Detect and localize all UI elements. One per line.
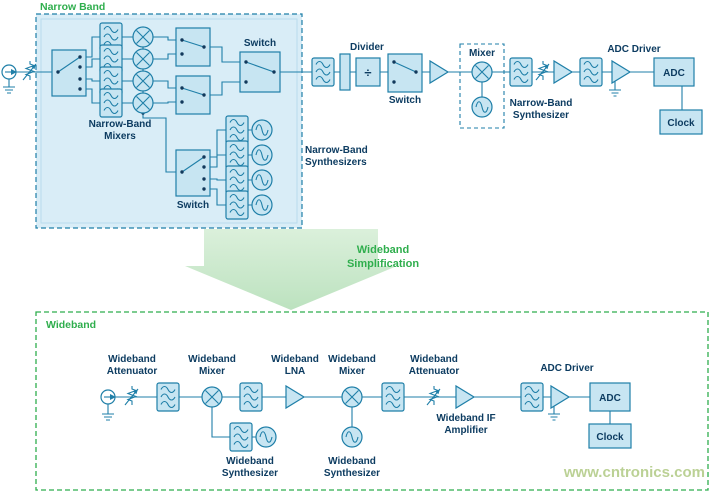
switch-block (175, 27, 211, 67)
synthesizers-label: Narrow-Band (305, 145, 368, 156)
synthesizer-label: Narrow-Band (510, 98, 573, 109)
filter-icon (225, 140, 249, 170)
wires (80, 36, 252, 206)
wideband-section: Wideband Wideband Attenuator Wideband Mi… (35, 311, 709, 491)
watermark: www.cntronics.com (563, 464, 705, 481)
adc-driver-label: ADC Driver (607, 44, 660, 55)
mixer-icon (201, 386, 223, 408)
divider-label: Divider (350, 42, 384, 53)
switch-block (239, 51, 281, 93)
switch-label: Switch (177, 200, 209, 211)
synthesizer-label: Synthesizer (513, 110, 569, 121)
lna-label: LNA (285, 366, 306, 377)
mixer-label: Wideband (188, 354, 236, 365)
adc-driver-amp-icon (611, 60, 631, 84)
mixer-icon (471, 61, 493, 83)
divider-box (355, 57, 381, 87)
filter-icon (579, 57, 603, 87)
if-amp-label: Amplifier (444, 425, 487, 436)
divider-symbol: ÷ (364, 65, 371, 80)
mixers-label: Mixers (104, 131, 136, 142)
attenuator-label: Wideband (410, 354, 458, 365)
attenuator-label: Attenuator (107, 366, 158, 377)
synthesizer-icon (341, 426, 363, 448)
switch-label: Switch (389, 95, 421, 106)
amplifier-icon (429, 60, 449, 84)
narrow-band-section: Narrow Band (1, 1, 703, 229)
synthesizer-icon (251, 169, 273, 191)
clock-label: Clock (667, 118, 695, 129)
lna-label: Wideband (271, 354, 319, 365)
switch-block (175, 75, 211, 115)
synthesizer-icon (251, 119, 273, 141)
filter-icon (99, 88, 123, 118)
rf-input-icon (1, 64, 17, 94)
mixers-label: Narrow-Band (89, 119, 152, 130)
synthesizer-icon (255, 426, 277, 448)
clock-box (659, 109, 703, 135)
mixer-icon (132, 26, 154, 48)
mixer-label: Wideband (328, 354, 376, 365)
filter-icon (239, 382, 263, 412)
ground-icon (102, 404, 114, 421)
attenuator-label: Wideband (108, 354, 156, 365)
amplifier-icon (553, 60, 573, 84)
narrow-band-title: Narrow Band (40, 1, 105, 13)
adc-box (653, 57, 695, 87)
switch-block (175, 149, 211, 197)
switch-block (387, 53, 423, 93)
synthesizer-label: Wideband (328, 456, 376, 467)
synthesizers-label: Synthesizers (305, 157, 367, 168)
attenuator-icon (22, 60, 37, 81)
rf-input-icon (100, 389, 116, 421)
mixer-box-label: Mixer (469, 48, 495, 59)
synthesizer-icon (471, 96, 493, 118)
clock-box (588, 423, 632, 449)
mixer-icon (132, 92, 154, 114)
mixer-label: Mixer (339, 366, 365, 377)
transition-label: Wideband (357, 244, 409, 256)
synthesizer-label: Synthesizer (222, 468, 278, 479)
if-amp-label: Wideband IF (436, 413, 495, 424)
divider-input-block (339, 53, 351, 91)
synthesizer-label: Synthesizer (324, 468, 380, 479)
adc-label: ADC (599, 393, 621, 404)
ground-icon (548, 406, 560, 421)
mixer-icon (132, 70, 154, 92)
ground-icon (3, 79, 15, 94)
adc-box (589, 382, 631, 412)
synthesizer-icon (251, 144, 273, 166)
narrow-band-panel-inner (40, 18, 298, 224)
filter-icon (509, 57, 533, 87)
filter-icon (520, 382, 544, 412)
attenuator-label: Attenuator (409, 366, 460, 377)
filter-icon (225, 115, 249, 145)
filter-icon (311, 57, 335, 87)
switch-block (51, 49, 87, 97)
clock-label: Clock (596, 432, 624, 443)
filter-icon (225, 165, 249, 195)
transition-arrow: Wideband Simplification (185, 229, 419, 310)
mixer-icon (341, 386, 363, 408)
wideband-title: Wideband (46, 319, 96, 331)
mixer-icon (132, 48, 154, 70)
mixer-label: Mixer (199, 366, 225, 377)
transition-label: Simplification (347, 258, 419, 270)
filter-icon (225, 190, 249, 220)
filter-icon (156, 382, 180, 412)
ground-icon (609, 81, 621, 97)
down-arrow-icon (185, 229, 397, 310)
filter-icon (381, 382, 405, 412)
synthesizer-label: Wideband (226, 456, 274, 467)
switch-label: Switch (244, 38, 276, 49)
attenuator-icon (535, 60, 550, 81)
mixer-dashed-box (459, 43, 505, 129)
adc-label: ADC (663, 68, 685, 79)
filter-icon (229, 422, 253, 452)
synthesizer-icon (251, 194, 273, 216)
adc-driver-label: ADC Driver (540, 363, 593, 374)
